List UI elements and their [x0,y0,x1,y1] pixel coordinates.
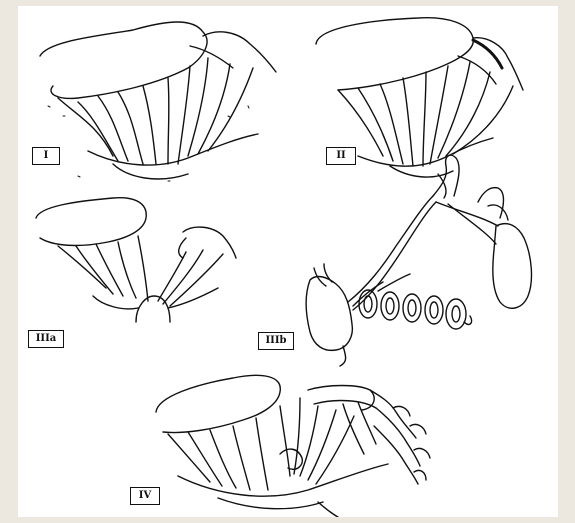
panel-iiib-dilated-loop [493,224,532,309]
panel-label-iiia: IIIa [28,330,64,348]
panel-iiib-drawing [306,155,531,366]
panel-i-bowel-loop [40,22,207,98]
anatomy-illustration [18,6,558,517]
panel-iiib-cecum [306,277,352,351]
panel-iiib-coils [359,290,472,329]
panel-iiia-bowel-loop [36,198,146,246]
panel-ii-drawing [316,18,523,198]
panel-label-i: I [32,147,60,165]
panel-iv-drawing [156,375,430,517]
panel-ii-bowel-loop [316,18,473,90]
figure-panel: I II IIIa IIIb IV [18,6,558,517]
panel-label-ii: II [326,147,356,165]
panel-i-drawing [40,22,276,181]
panel-label-iv: IV [130,487,160,505]
panel-iiia-drawing [36,198,236,322]
panel-iv-bowel-loop [156,375,280,432]
panel-label-iiib: IIIb [258,332,294,350]
